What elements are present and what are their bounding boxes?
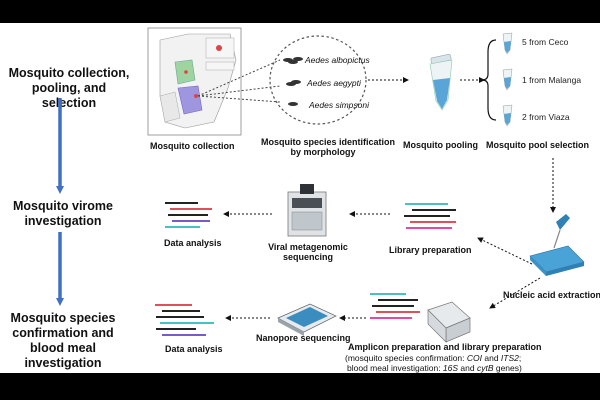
collection-map <box>147 27 242 136</box>
selection-tubes <box>502 32 513 127</box>
amplicon-label: Amplicon preparation and library prepara… <box>348 342 542 352</box>
amplicon-note-line2: blood meal investigation: 16S and cytB g… <box>347 363 522 373</box>
data-analysis-reads-row3 <box>155 304 214 336</box>
data-analysis-label-row2: Data analysis <box>164 238 222 248</box>
species-aegypti: Aedes aegypti <box>307 78 361 88</box>
amplicon-note-line1: (mosquito species confirmation: COI and … <box>345 353 522 363</box>
label-collection-stage: Mosquito collection, pooling, and select… <box>4 66 134 111</box>
pooling-label: Mosquito pooling <box>403 140 478 150</box>
viral-sequencing-line2: sequencing <box>282 252 333 262</box>
label-virome-stage: Mosquito virome investigation <box>4 199 122 229</box>
library-reads-icon <box>404 203 456 229</box>
pooling-tube-icon <box>429 53 453 111</box>
nanopore-label: Nanopore sequencing <box>256 333 351 343</box>
map-label: Mosquito collection <box>150 141 235 151</box>
pool-count-viaza: 2 from Viaza <box>522 112 570 122</box>
species-id-line2: by morphology <box>290 147 356 157</box>
library-label: Library preparation <box>389 245 472 255</box>
data-analysis-label-row3: Data analysis <box>165 344 223 354</box>
species-id-line1: Mosquito species identification <box>261 137 396 147</box>
sequencer-icon <box>287 184 327 237</box>
gene-coi: COI <box>466 353 483 363</box>
label-species-stage: Mosquito species confirmation and blood … <box>0 311 126 371</box>
extraction-plate-icon <box>529 214 585 276</box>
species-ellipse <box>269 35 367 125</box>
label-species-line3: blood meal investigation <box>24 341 102 370</box>
nanopore-device-icon <box>277 303 337 336</box>
species-id-label: Mosquito species identification by morph… <box>261 137 396 157</box>
label-collection-line1: Mosquito collection, <box>8 66 130 80</box>
amplicon-reads-icon <box>370 293 420 319</box>
thermocycler-icon <box>427 301 471 343</box>
species-simpsoni: Aedes simpsoni <box>309 100 370 110</box>
label-virome-line1: Mosquito virome <box>12 199 113 213</box>
label-species-line1: Mosquito species <box>10 311 116 325</box>
viral-sequencing-label: Viral metagenomic sequencing <box>268 242 348 262</box>
label-species-line2: confirmation and <box>12 326 114 340</box>
label-collection-line2: pooling, and selection <box>31 81 107 110</box>
pool-count-ceco: 5 from Ceco <box>522 37 569 47</box>
pool-count-malanga: 1 from Malanga <box>522 75 582 85</box>
mosquito-icons <box>283 57 303 106</box>
data-analysis-reads-row2 <box>165 202 212 228</box>
viral-sequencing-line1: Viral metagenomic <box>268 242 348 252</box>
species-albopictus: Aedes albopictus <box>305 55 370 65</box>
label-virome-line2: investigation <box>24 214 102 228</box>
selection-brace <box>481 39 497 121</box>
gene-its2: ITS2 <box>500 353 519 363</box>
selection-label: Mosquito pool selection <box>486 140 589 150</box>
gene-16s: 16S <box>442 363 459 373</box>
extraction-label: Nucleic acid extraction <box>503 290 600 300</box>
gene-cytb: cytB <box>476 363 494 373</box>
